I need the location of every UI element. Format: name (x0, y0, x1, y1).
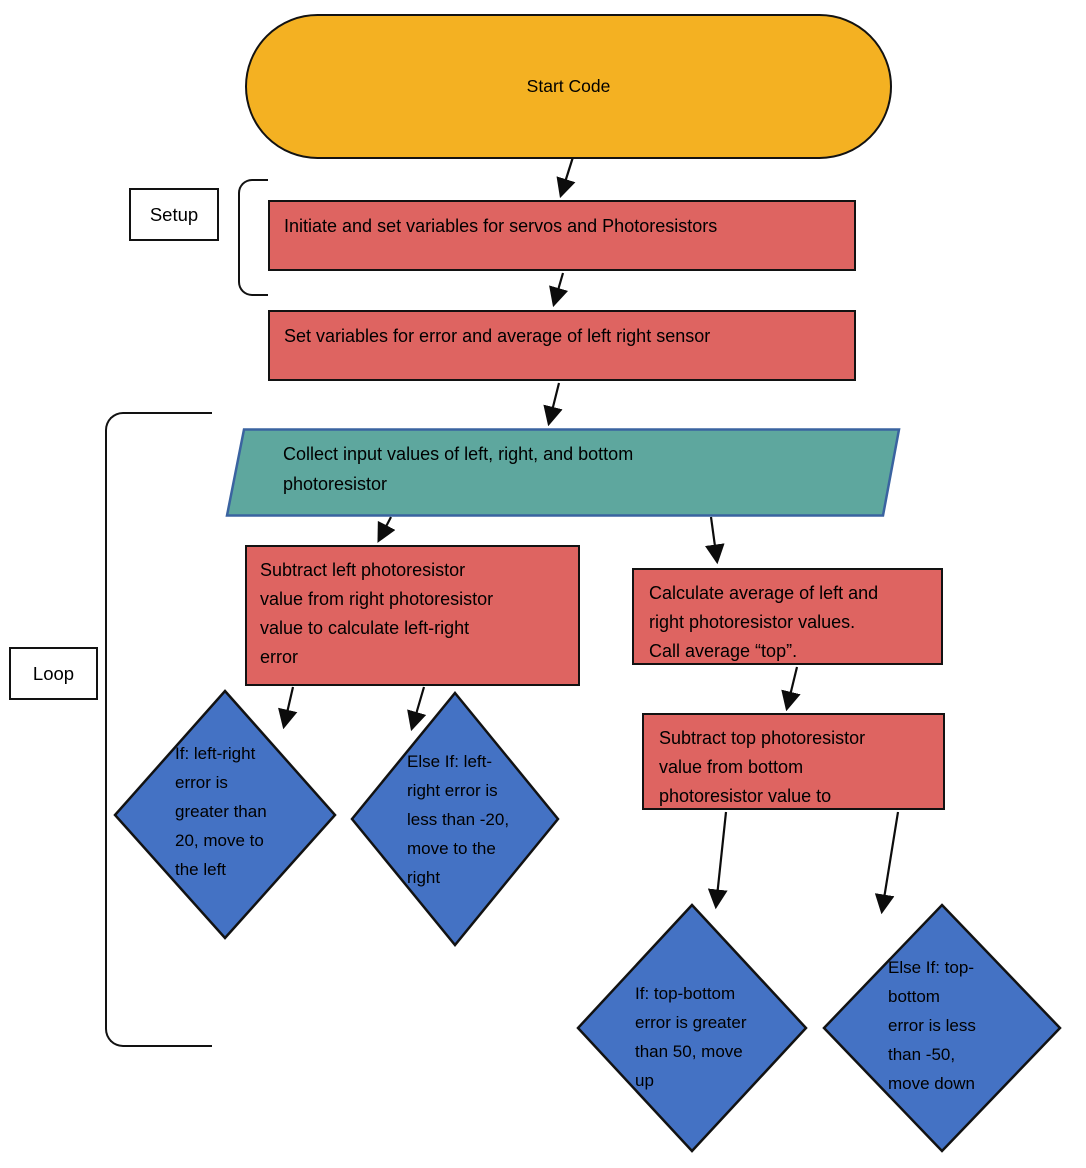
diamond-polygon (822, 903, 1062, 1153)
diamond-polygon (113, 689, 337, 940)
process-subtract-left-right-label: Subtract left photoresistor value from r… (260, 560, 494, 667)
setup-section-label: Setup (129, 188, 219, 241)
decision-if-top-bottom: If: top-bottom error is greater than 50,… (576, 903, 808, 1153)
process-set-error-variables-label: Set variables for error and average of l… (284, 326, 711, 346)
io-collect-inputs-label: Collect input values of left, right, and… (283, 444, 634, 494)
parallelogram-polygon (225, 428, 901, 517)
loop-section-label: Loop (9, 647, 98, 700)
arrow-subtracttb-to-if (707, 811, 728, 910)
diamond-shape (113, 689, 337, 940)
process-init-variables-label: Initiate and set variables for servos an… (284, 216, 718, 236)
process-set-error-variables: Set variables for error and average of l… (268, 310, 856, 381)
diamond-polygon (576, 903, 808, 1153)
setup-bracket (238, 179, 268, 296)
io-collect-inputs: Collect input values of left, right, and… (225, 428, 901, 517)
arrow-calcavg-to-subtracttb (781, 666, 801, 712)
decision-elseif-left-right: Else If: left- right error is less than … (350, 691, 560, 947)
setup-label-text: Setup (149, 203, 199, 225)
diamond-shape (350, 691, 560, 947)
process-subtract-top-bottom: Subtract top photoresistor value from bo… (642, 713, 945, 810)
diamond-shape (576, 903, 808, 1153)
decision-if-top-bottom-label: If: top-bottom error is greater than 50,… (635, 984, 747, 1090)
decision-if-left-right: If: left-right error is greater than 20,… (113, 689, 337, 940)
diamond-polygon (350, 691, 560, 947)
process-subtract-left-right: Subtract left photoresistor value from r… (245, 545, 580, 686)
parallelogram-shape (225, 428, 901, 517)
decision-elseif-left-right-label: Else If: left- right error is less than … (407, 752, 510, 887)
arrow-setvars-to-collect (543, 382, 563, 427)
process-calc-average-label: Calculate average of left and right phot… (649, 583, 879, 661)
start-terminator: Start Code (245, 14, 892, 159)
process-subtract-top-bottom-label: Subtract top photoresistor value from bo… (659, 728, 866, 806)
decision-elseif-top-bottom-label: Else If: top- bottom error is less than … (888, 958, 976, 1093)
decision-if-left-right-label: If: left-right error is greater than 20,… (175, 744, 267, 879)
start-label: Start Code (526, 76, 611, 96)
process-calc-average: Calculate average of left and right phot… (632, 568, 943, 665)
arrow-start-to-init (556, 156, 576, 199)
loop-label-text: Loop (32, 662, 75, 684)
arrow-subtracttb-to-elseif (874, 811, 900, 915)
arrow-init-to-setvars (549, 272, 569, 308)
diamond-shape (822, 903, 1062, 1153)
decision-elseif-top-bottom: Else If: top- bottom error is less than … (822, 903, 1062, 1153)
arrow-collect-to-calcavg (704, 516, 725, 565)
arrow-collect-to-subtractlr (377, 516, 396, 543)
loop-bracket (105, 412, 212, 1047)
process-init-variables: Initiate and set variables for servos an… (268, 200, 856, 271)
